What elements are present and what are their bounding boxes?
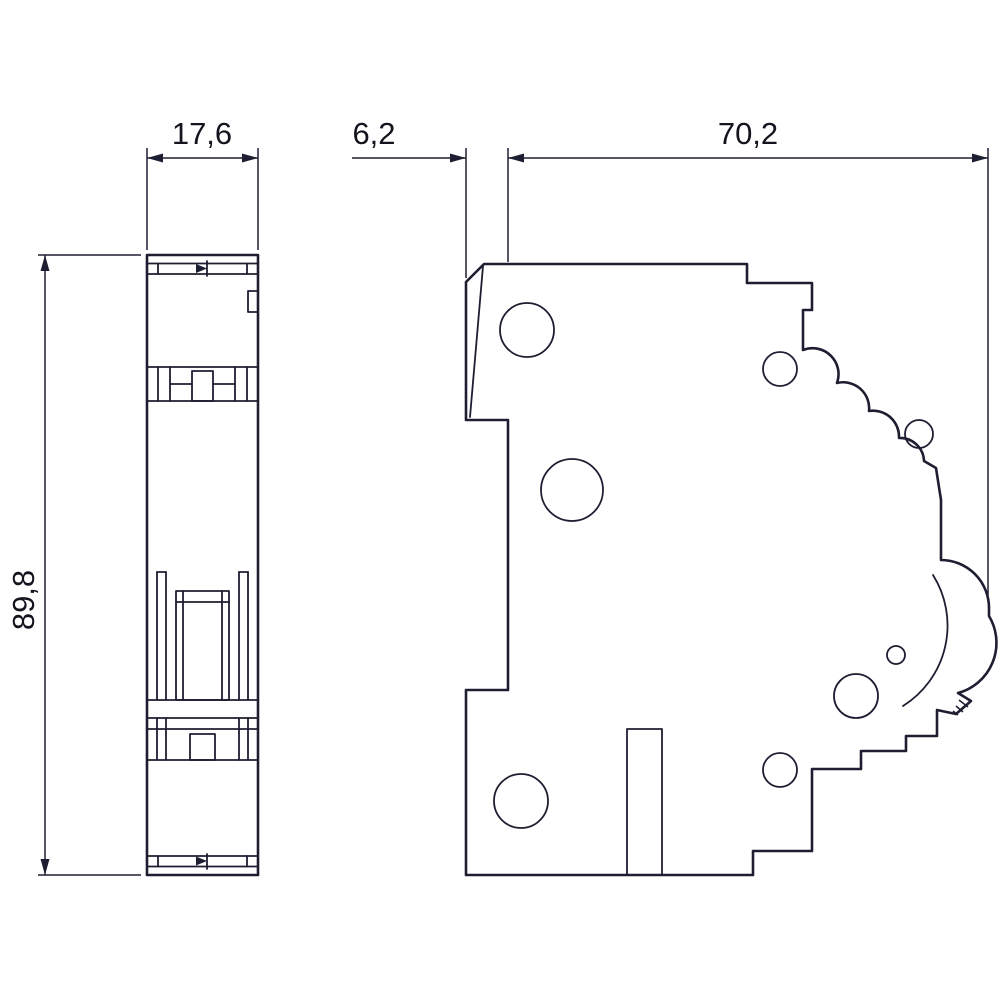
front-toggle-assembly xyxy=(156,571,249,701)
dim-label-body-depth: 70,2 xyxy=(718,116,778,151)
bottom-slot xyxy=(626,728,663,876)
front-bottom-clip-band xyxy=(146,853,259,870)
bottom-band-arrow-marker xyxy=(196,856,207,866)
dimension-front-depth: 6,2 xyxy=(352,116,467,278)
front-mounting-plate xyxy=(146,699,259,719)
rivet-hole xyxy=(493,773,549,829)
rivet-hole xyxy=(499,302,555,358)
top-band-arrow-marker xyxy=(196,264,207,273)
front-right-edge-notch xyxy=(247,290,259,313)
front-upper-terminal xyxy=(146,366,259,402)
rivet-hole xyxy=(540,458,604,522)
upper-terminal-screw-slot xyxy=(191,370,214,402)
arrowhead-bottom xyxy=(40,859,50,875)
screw-boss xyxy=(762,752,798,788)
dim-label-height: 89,8 xyxy=(6,570,41,630)
din-clip-boss xyxy=(833,673,879,719)
arrowhead-right xyxy=(242,153,258,163)
side-body-outline xyxy=(464,262,998,877)
arrowhead-right xyxy=(450,153,466,163)
toggle-lever xyxy=(175,590,230,701)
side-view xyxy=(464,262,998,877)
small-pin xyxy=(886,645,906,665)
screw-boss xyxy=(762,351,798,387)
din-clip-guide-arc xyxy=(902,574,949,707)
lower-terminal-screw-slot xyxy=(189,733,216,761)
dimension-width: 17,6 xyxy=(146,116,259,250)
dimension-height: 89,8 xyxy=(6,254,141,876)
dim-label-width: 17,6 xyxy=(172,116,232,151)
front-lower-terminal xyxy=(146,717,259,761)
front-view xyxy=(145,253,260,877)
dim-label-front-depth: 6,2 xyxy=(352,116,395,151)
arrowhead-left xyxy=(147,153,163,163)
front-top-clip-band xyxy=(146,260,259,277)
din-hook-hatching xyxy=(952,699,969,716)
front-body-outline xyxy=(145,253,260,877)
side-rivet-holes xyxy=(493,302,934,829)
latch-pin xyxy=(904,419,934,449)
front-face-edge-line xyxy=(469,265,484,418)
arrowhead-right xyxy=(972,153,988,163)
arrowhead-left xyxy=(508,153,524,163)
arrowhead-top xyxy=(40,255,50,271)
dimension-body-depth: 70,2 xyxy=(507,116,989,600)
